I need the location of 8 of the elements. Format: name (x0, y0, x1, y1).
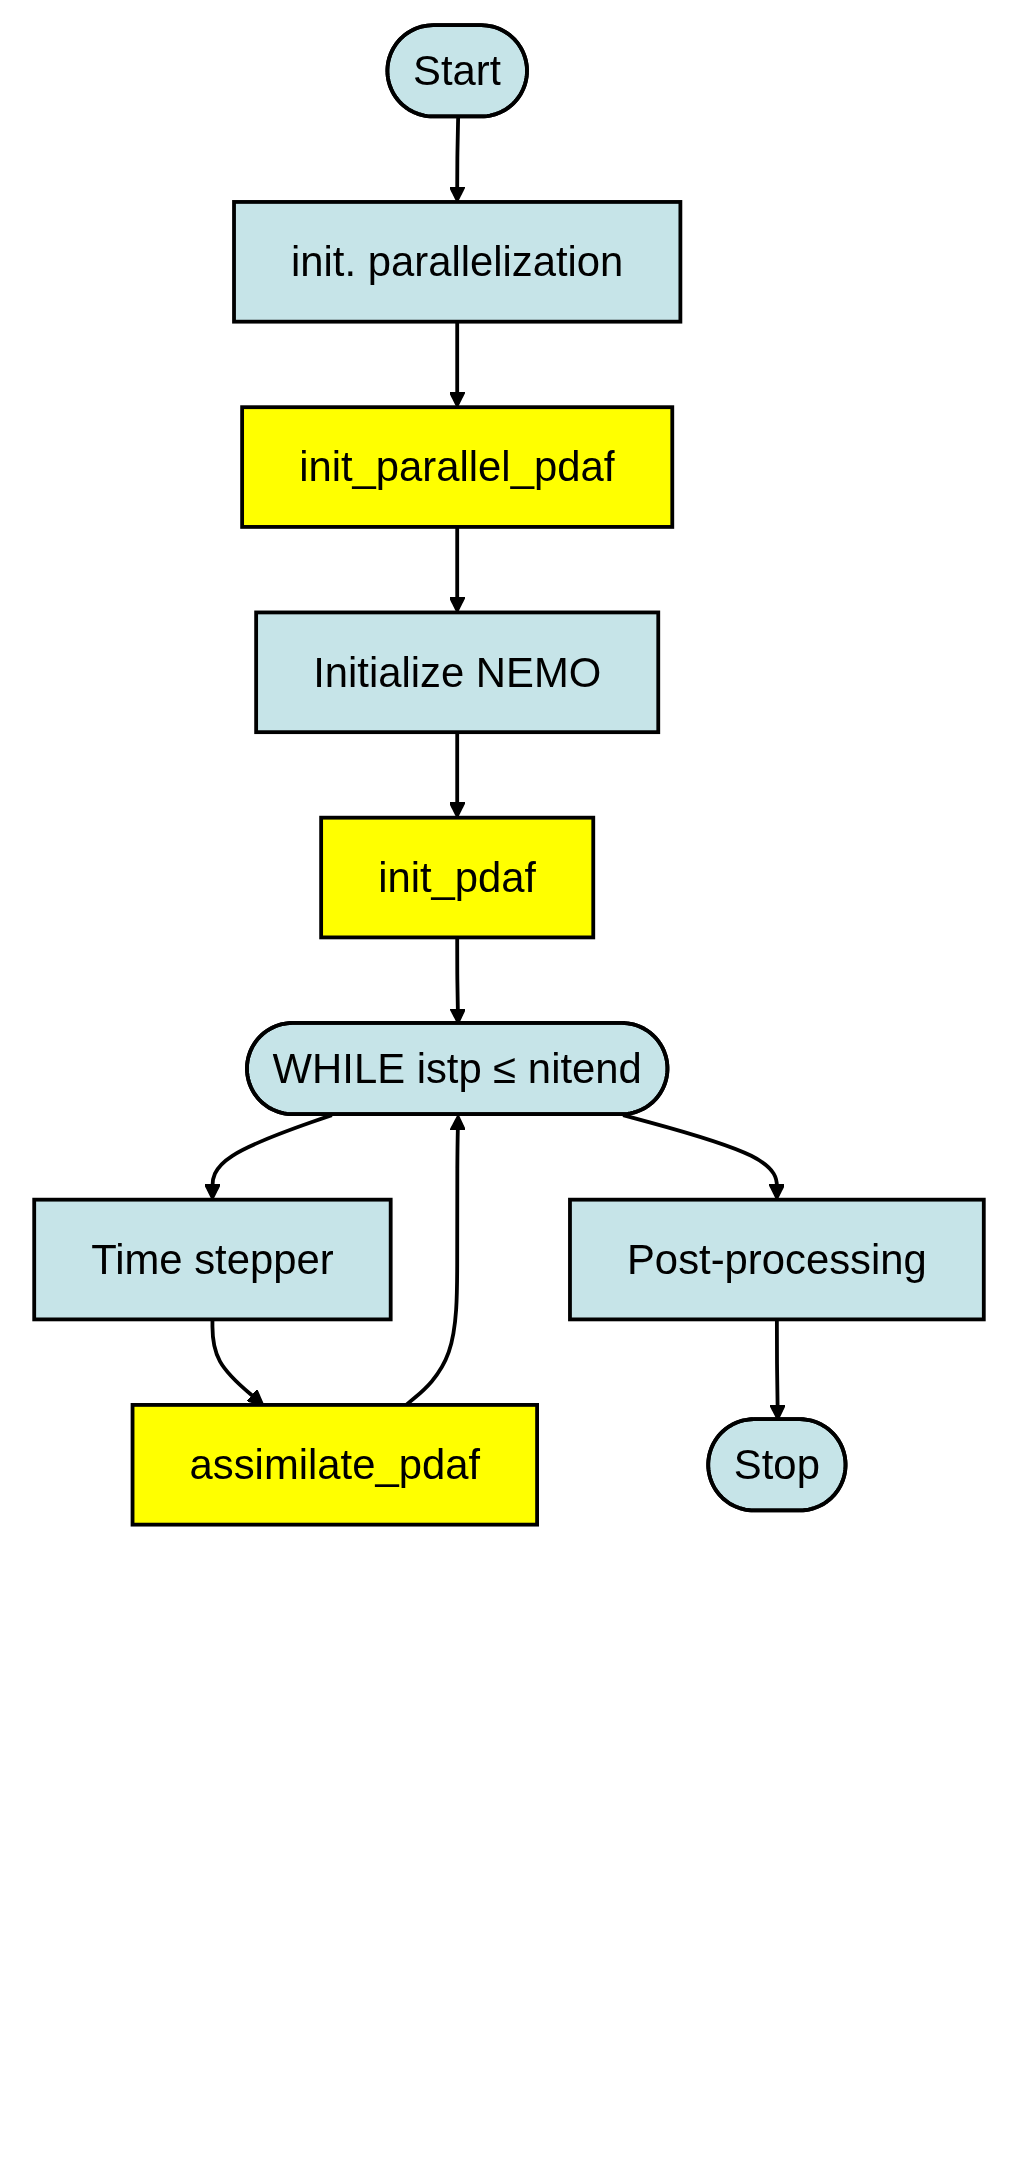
node-box: init_parallel_pdaf (240, 405, 675, 529)
node-box: Post-processing (568, 1197, 986, 1322)
node-box: init. parallelization (232, 200, 683, 324)
node-box: assimilate_pdaf (130, 1403, 539, 1527)
node-box: init_pdaf (319, 815, 596, 940)
node-box: Time stepper (32, 1197, 393, 1322)
node-box: Initialize NEMO (254, 610, 661, 735)
arrow (448, 321, 466, 408)
